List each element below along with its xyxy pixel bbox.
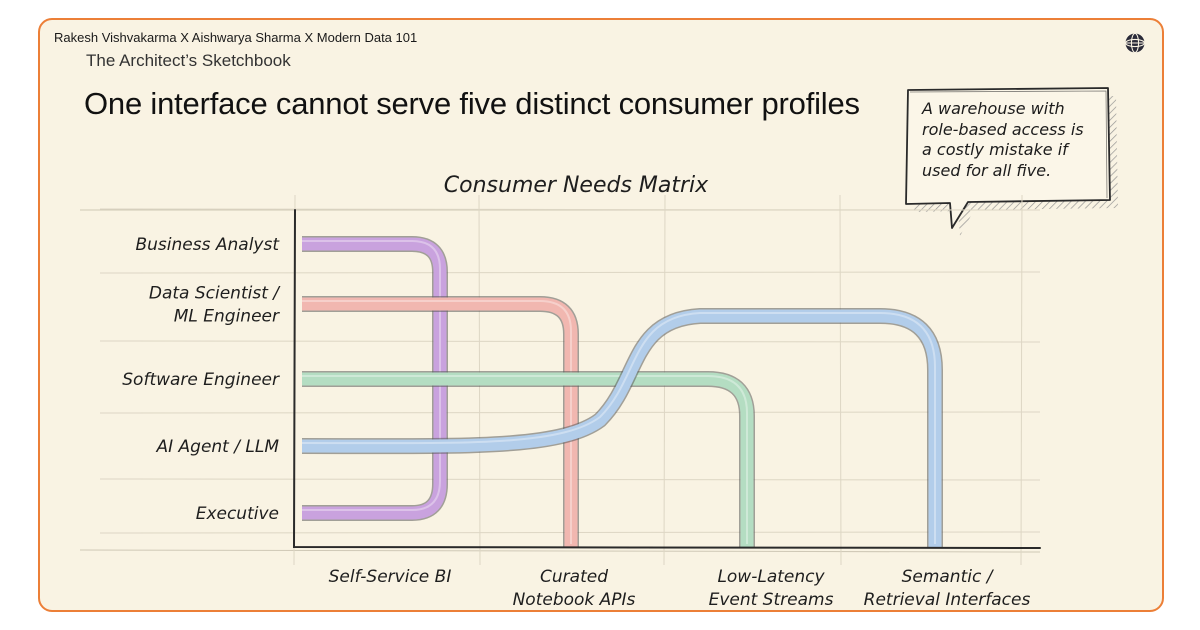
callout-line: used for all five.	[922, 160, 1052, 180]
ribbon-layer	[301, 236, 943, 547]
consumer-label: Executive	[196, 504, 279, 524]
ribbon-software-engineer-to-event-streams-outline	[302, 371, 755, 547]
ribbon-software-engineer-to-event-streams	[302, 372, 754, 547]
callout-line: a costly mistake if	[922, 140, 1068, 159]
grid-line	[99, 208, 1041, 211]
consumer-label: Business Analyst	[136, 235, 281, 255]
sketchbook-card: Rakesh Vishvakarma X Aishwarya Sharma X …	[38, 18, 1164, 612]
interface-label: Retrieval Interfaces	[864, 590, 1031, 610]
callout-line: role-based access is	[922, 119, 1084, 139]
series-title: The Architect’s Sketchbook	[86, 51, 291, 70]
matrix-title: Consumer Needs Matrix	[444, 173, 709, 198]
consumer-needs-matrix: Consumer Needs Matrix Business AnalystDa…	[79, 173, 1041, 610]
author-credit: Rakesh Vishvakarma X Aishwarya Sharma X …	[54, 30, 418, 45]
axis-lines	[292, 209, 1041, 549]
consumer-label: Data Scientist /	[149, 284, 281, 304]
ribbon-software-engineer-to-event-streams-highlight	[302, 375, 748, 544]
axes	[292, 209, 1041, 549]
interface-label: Notebook APIs	[513, 590, 636, 610]
consumer-label: Software Engineer	[122, 370, 280, 390]
headline: One interface cannot serve five distinct…	[84, 86, 860, 121]
consumer-label: ML Engineer	[174, 307, 280, 327]
grid-line	[1020, 194, 1023, 566]
callout-text: A warehouse with role-based access is a …	[922, 99, 1112, 181]
globe-icon	[1124, 32, 1146, 54]
interface-label: Semantic /	[902, 567, 995, 587]
grid-line	[99, 271, 1041, 274]
interface-label: Self-Service BI	[329, 567, 452, 587]
ribbon-data-scientist-to-notebook-apis-highlight	[302, 300, 572, 544]
ribbon-ai-agent-to-semantic-interfaces-highlight	[301, 312, 936, 544]
grid-line	[79, 549, 1041, 553]
callout-line: A warehouse with	[922, 99, 1065, 118]
callout-bubble	[905, 87, 1118, 236]
ribbon-ai-agent-to-semantic-interfaces	[301, 309, 942, 547]
grid-line	[839, 194, 842, 566]
ribbon-data-scientist-to-notebook-apis	[302, 297, 578, 547]
interface-label: Event Streams	[709, 590, 834, 610]
consumer-label: AI Agent / LLM	[155, 437, 279, 457]
interface-label: Curated	[540, 567, 608, 587]
interface-label: Low-Latency	[717, 567, 825, 587]
